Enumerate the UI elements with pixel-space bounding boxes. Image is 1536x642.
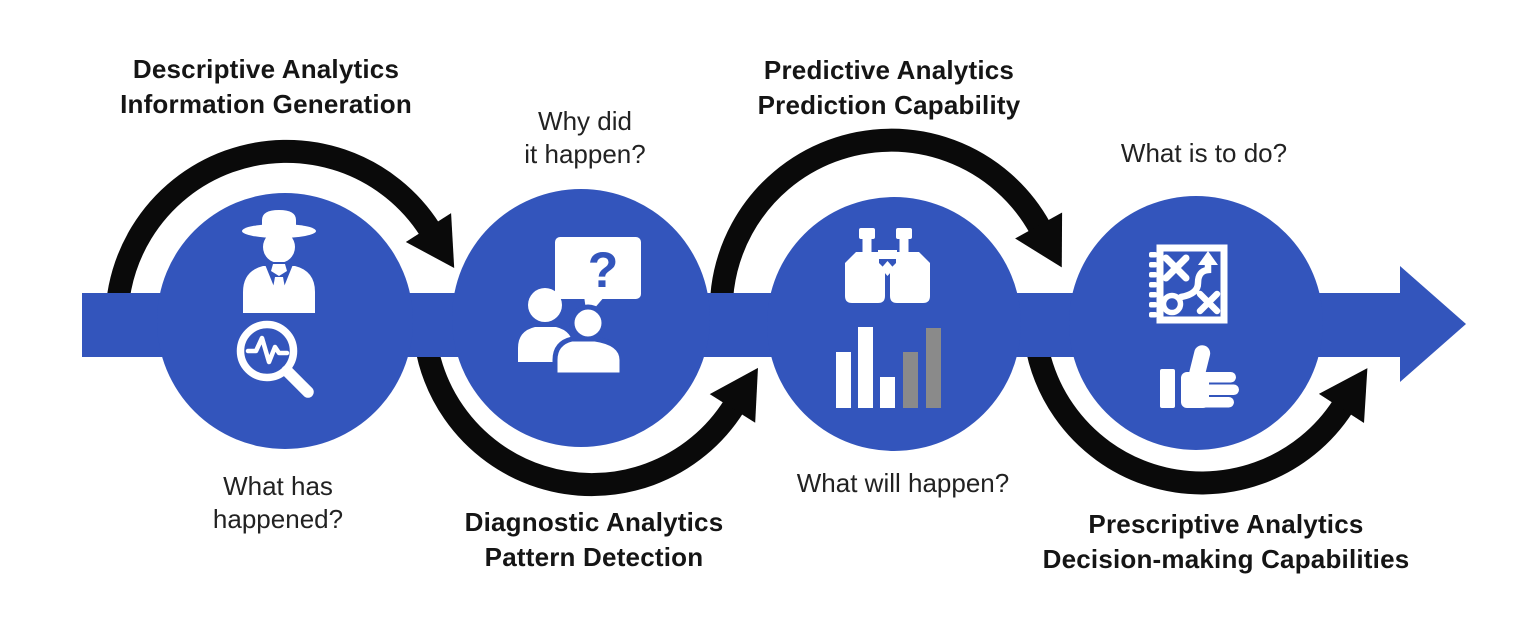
stage-label-descriptive: Descriptive Analytics Information Genera… bbox=[120, 52, 412, 122]
stage-circle-predictive bbox=[767, 197, 1021, 451]
stage-title: Diagnostic Analytics bbox=[464, 507, 724, 537]
speech-question-icon: ? bbox=[555, 237, 641, 317]
stage-question-prescriptive: What is to do? bbox=[1121, 137, 1287, 170]
detective-icon bbox=[242, 210, 316, 313]
stage-question-descriptive: What has happened? bbox=[213, 470, 343, 536]
magnifier-waveform-icon bbox=[236, 320, 314, 398]
timeline-arrow-head bbox=[1400, 266, 1466, 382]
bar-chart-icon bbox=[836, 327, 941, 408]
flow-arc-over-predictive bbox=[709, 128, 1063, 349]
strategy-plan-icon bbox=[1149, 244, 1228, 324]
stage-question-diagnostic: Why did it happen? bbox=[524, 105, 645, 171]
binoculars-icon bbox=[845, 228, 930, 303]
question-mark-glyph: ? bbox=[588, 242, 619, 298]
question-line: What has bbox=[223, 471, 333, 501]
stage-subtitle: Pattern Detection bbox=[484, 542, 704, 572]
flow-arc-under-prescriptive bbox=[1022, 306, 1368, 495]
stage-label-predictive: Predictive Analytics Prediction Capabili… bbox=[758, 53, 1021, 123]
stage-title: Descriptive Analytics bbox=[132, 54, 400, 84]
question-line: Why did bbox=[538, 106, 632, 136]
stage-subtitle: Information Generation bbox=[120, 89, 412, 119]
stage-subtitle: Prediction Capability bbox=[757, 90, 1021, 120]
stage-subtitle: Decision-making Capabilities bbox=[1042, 544, 1410, 574]
stage-circle-descriptive bbox=[157, 193, 413, 449]
question-line: it happen? bbox=[524, 139, 646, 169]
flow-arc-under-diagnostic bbox=[412, 307, 759, 497]
flow-arc-over-descriptive bbox=[105, 139, 455, 345]
question-line: What will happen? bbox=[796, 468, 1010, 498]
people-discussion-icon bbox=[518, 288, 625, 378]
stage-label-prescriptive: Prescriptive Analytics Decision-making C… bbox=[1043, 507, 1410, 577]
question-line: What is to do? bbox=[1120, 138, 1288, 168]
stage-title: Predictive Analytics bbox=[763, 55, 1015, 85]
stage-question-predictive: What will happen? bbox=[797, 467, 1009, 500]
stage-label-diagnostic: Diagnostic Analytics Pattern Detection bbox=[465, 505, 724, 575]
forecast-bar bbox=[903, 352, 918, 408]
stage-title: Prescriptive Analytics bbox=[1088, 509, 1364, 539]
question-line: happened? bbox=[212, 504, 344, 534]
thumbs-up-icon bbox=[1160, 345, 1239, 408]
forecast-bar bbox=[926, 328, 941, 408]
